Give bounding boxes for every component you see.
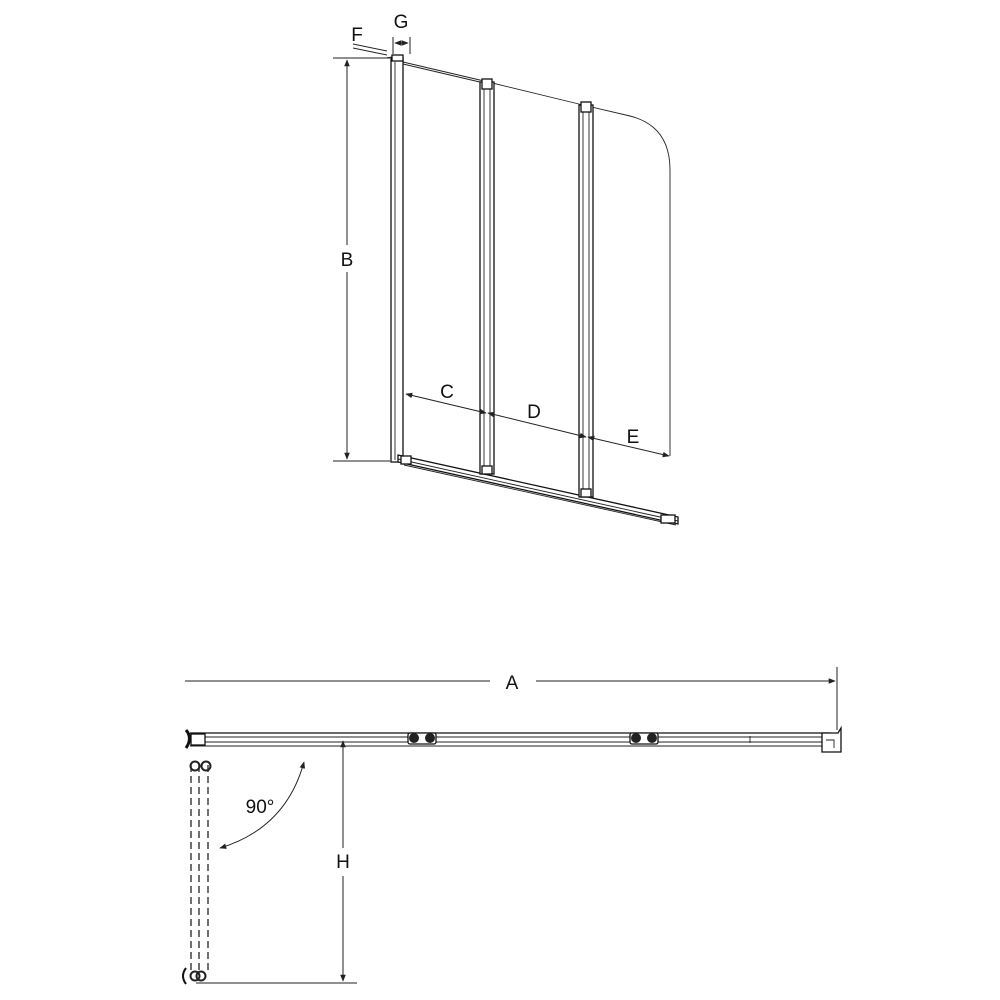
glass-top-edge — [402, 61, 671, 456]
label-b: B — [341, 250, 354, 271]
label-c: C — [440, 382, 454, 403]
dimension-e: E — [587, 427, 670, 458]
label-a: A — [506, 673, 519, 694]
dimension-c: C — [405, 382, 487, 415]
label-d: D — [527, 402, 541, 423]
end-cap-right — [821, 725, 842, 753]
label-e: E — [627, 427, 640, 448]
dimension-d: D — [487, 402, 587, 439]
label-g: G — [394, 12, 409, 33]
elevation-view: B C D E F G — [333, 12, 679, 526]
hinge-1-plan — [407, 732, 437, 745]
folded-panels-dashed — [182, 760, 212, 985]
hinge-post-1 — [479, 78, 495, 475]
hinge-post-2 — [578, 101, 594, 498]
dimension-f: F — [351, 25, 388, 56]
dimension-b: B — [333, 57, 390, 462]
hinge-2-plan — [629, 732, 659, 745]
bottom-rail — [397, 454, 679, 526]
wall-profile — [385, 54, 404, 463]
dimension-g: G — [392, 12, 411, 54]
dimension-h: H — [196, 740, 357, 984]
rotation-arc: 90° — [219, 761, 306, 849]
dimension-a: A — [185, 667, 838, 730]
wall-bracket-left — [184, 729, 206, 749]
label-f: F — [351, 25, 363, 46]
plan-view: A — [182, 667, 842, 985]
label-angle: 90° — [246, 797, 275, 818]
label-h: H — [336, 852, 350, 873]
screen-plan — [190, 732, 830, 747]
